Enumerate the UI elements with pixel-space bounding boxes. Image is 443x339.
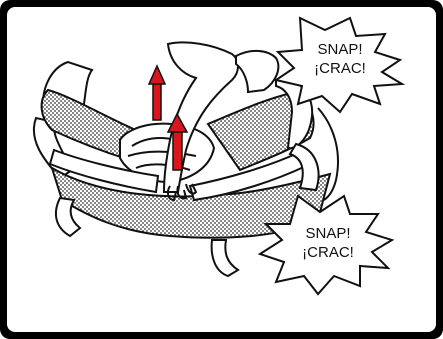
lift-arrow-left xyxy=(149,66,165,120)
callout-bottom-line1: SNAP! xyxy=(305,225,350,242)
callout-top-line2: ¡CRAC! xyxy=(314,60,366,77)
center-foot xyxy=(212,240,238,276)
upper-hand xyxy=(236,51,278,92)
callout-bottom-line2: ¡CRAC! xyxy=(302,244,354,261)
callout-top-line1: SNAP! xyxy=(317,41,362,58)
